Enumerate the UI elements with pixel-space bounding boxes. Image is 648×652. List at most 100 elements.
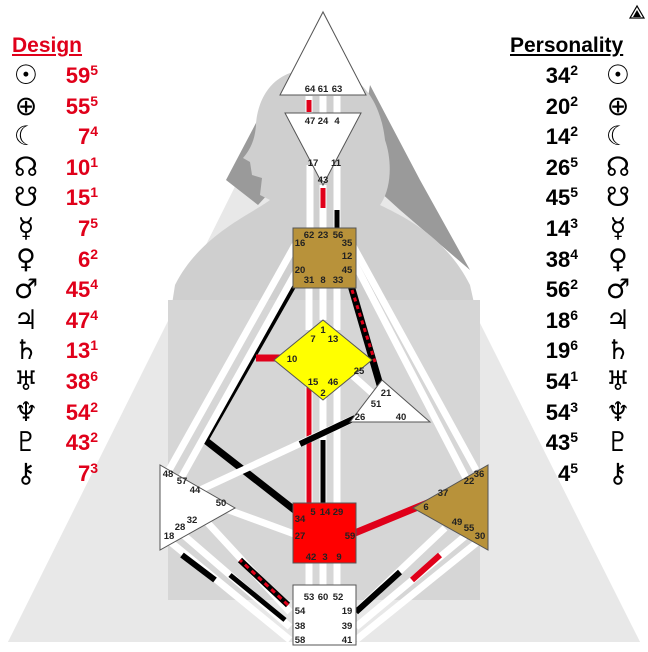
gate-label: 54 [295,606,306,617]
g-center [273,319,373,401]
personality-gate-number: 54 [545,369,571,394]
gate-label: 48 [163,469,174,480]
logo-icon [628,4,646,19]
personality-line-number: 3 [570,215,578,231]
gate-label: 43 [318,175,329,186]
saturn-icon: ♄ [605,335,631,367]
ajna-center [284,112,362,187]
design-gate-number: 6 [77,246,91,272]
design-line-number: 4 [90,276,98,293]
design-activation-8: 474 [8,307,98,335]
jupiter-icon: ♃ [605,304,631,336]
gate-label: 2 [320,388,325,399]
gate-label: 22 [464,476,475,487]
personality-line-number: 6 [570,306,578,323]
gate-label: 16 [295,238,306,249]
gate-label: 35 [342,238,353,249]
design-line-number: 2 [90,398,98,415]
gate-label: 3 [322,552,327,563]
design-gate-number: 7 [77,124,91,150]
design-line-number: 1 [90,184,98,201]
design-gate-number: 38 [65,369,91,394]
gate-label: 37 [438,488,449,499]
personality-gate-number: 14 [545,216,571,241]
mars-icon: ♂ [13,274,39,306]
chiron-icon: ⚷ [16,457,36,489]
design-line-number: 5 [90,62,98,78]
personality-gate-number: 26 [545,154,571,180]
design-gate-number: 47 [65,307,91,333]
gate-label: 44 [190,485,201,496]
gate-label: 40 [396,412,407,423]
personality-line-number: 2 [570,62,578,78]
personality-line-number: 2 [570,276,578,293]
channels [164,96,483,643]
personality-line-number: 4 [570,245,578,262]
design-gate-number: 13 [65,338,91,364]
gate-label: 46 [328,377,339,388]
design-gate-number: 45 [65,277,91,303]
design-activation-5: 75 [8,215,98,243]
personality-activation-8: 186 [488,307,578,335]
neptune-icon: ♆ [605,396,631,428]
personality-activation-11: 543 [488,399,578,427]
gate-label: 4 [334,116,340,127]
gate-label: 59 [345,531,356,542]
channel-12-22 [348,256,470,480]
design-gate-number: 43 [65,430,91,456]
gate-label: 19 [342,606,353,617]
gate-label: 8 [320,275,325,286]
channel-19-49-black [353,569,403,615]
solar-plexus-center [411,464,489,551]
gate-label: 57 [177,476,188,487]
channel-35-36 [348,242,480,472]
gate-label: 64 [305,84,316,95]
channel-26-44-black [298,415,357,447]
moon-icon: ☾ [13,121,39,153]
gate-label: 23 [318,230,329,241]
uranus-icon: ♅ [605,366,631,397]
design-line-number: 5 [90,92,98,109]
personality-gate-number: 54 [545,399,571,425]
gate-label: 60 [318,592,329,603]
design-activation-1: 555 [8,93,98,121]
moon-icon: ☾ [605,121,631,153]
personality-line-number: 2 [570,92,578,109]
personality-activation-12: 435 [488,429,578,457]
personality-line-number: 5 [570,153,578,170]
triangle-lower-right [480,330,640,642]
south-node-icon: ☋ [606,182,630,214]
mercury-icon: ☿ [17,213,35,244]
personality-activation-10: 541 [488,368,578,396]
gate-label: 11 [331,158,342,169]
personality-gate-number: 56 [545,277,571,303]
throat-center [292,227,357,289]
mercury-icon: ☿ [609,213,627,244]
gate-label: 34 [295,514,306,525]
north-node-icon: ☊ [14,151,38,183]
design-line-number: 5 [90,215,98,231]
channel-34-to-sacral [202,437,300,515]
channel-54-32-red [238,558,290,607]
personality-gate-number: 38 [545,246,571,272]
personality-activation-0: 342 [488,62,578,90]
gate-label: 30 [475,531,486,542]
gate-label: 5 [310,507,316,518]
gate-label: 31 [304,275,315,286]
design-gate-number: 15 [65,185,91,211]
design-activation-10: 386 [8,368,98,396]
gate-label: 45 [342,265,353,276]
personality-activation-3: 265 [488,154,578,182]
jupiter-icon: ♃ [13,304,39,336]
gate-label: 24 [318,116,329,127]
channel-39-55-red [410,552,442,583]
personality-activation-4: 455 [488,184,578,212]
personality-activation-1: 202 [488,93,578,121]
gate-label: 53 [304,592,315,603]
gate-label: 14 [320,507,331,518]
pluto-icon: ♇ [605,427,631,459]
personality-activation-6: 384 [488,246,578,274]
gate-label: 9 [336,552,341,563]
head-center [279,10,367,96]
